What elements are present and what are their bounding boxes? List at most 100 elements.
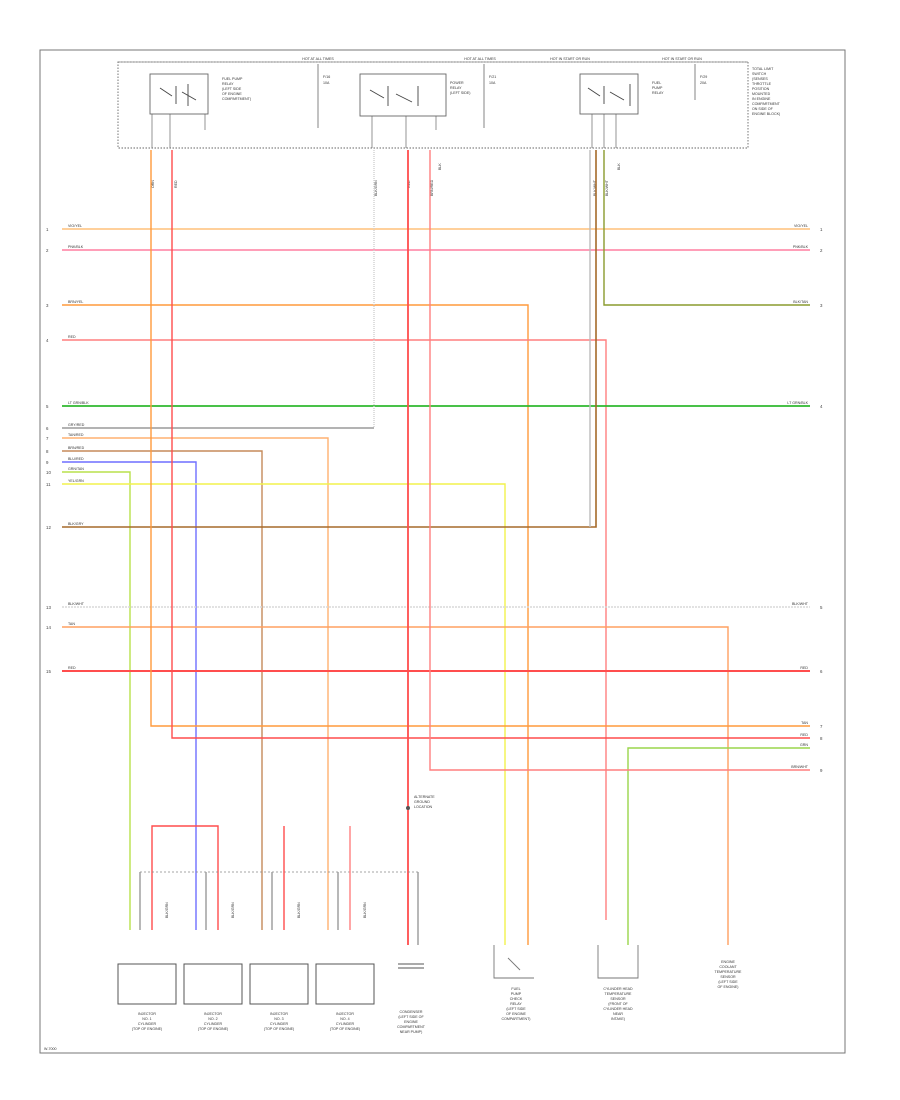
splice-note-line-1: ALTERNATE — [414, 795, 435, 799]
component-injector-3: INJECTOR NO. 3 CYLINDER (TOP OF ENGINE) — [249, 963, 309, 1031]
fuse-f16-rating: 10A — [323, 81, 330, 85]
left-terminal-14: 14 — [46, 625, 51, 630]
left-wire-label-14: TAN — [68, 622, 75, 626]
cht-label-1: CYLINDER HEAD — [603, 987, 633, 991]
left-wire-labels: VIO/YEL PNK/BLK BRN/YEL RED LT GRN/BLK G… — [68, 224, 89, 670]
relay-note-3-line-3: RELAY — [652, 91, 664, 95]
injector-2-label-2: NO. 2 — [208, 1017, 217, 1021]
cht-sensor-body — [597, 945, 639, 979]
injector-1-label-2: NO. 1 — [142, 1017, 151, 1021]
injector-pin-label-3: BLK/GRN — [297, 902, 301, 918]
fuel-pump-relay: FUEL PUMP RELAY (LEFT SIDE OF ENGINE COM… — [149, 73, 251, 148]
vlabel-5: BRN/RED — [430, 179, 434, 196]
left-terminal-4: 4 — [46, 338, 49, 343]
fuel-pump-relay-2-box — [579, 73, 639, 115]
cht-label-4: (FRONT OF — [608, 1002, 628, 1006]
left-wire-label-7: TAN/RED — [68, 433, 84, 437]
fuse-f29: F/29 20A — [694, 64, 707, 100]
injector-4-body — [315, 963, 375, 1005]
cht-label-7: INTAKE) — [611, 1017, 625, 1021]
check-relay-label-5: (LEFT SIDE — [506, 1007, 526, 1011]
injector-3-body — [249, 963, 309, 1005]
right-wire-label-7: TAN — [801, 721, 808, 725]
right-terminal-8: 8 — [820, 736, 823, 741]
vlabel-1: ORN — [151, 180, 155, 188]
component-injector-1: INJECTOR NO. 1 CYLINDER (TOP OF ENGINE) — [117, 963, 177, 1031]
check-relay-switch — [493, 945, 534, 979]
injector-pin-label-1: BLK/GRN — [165, 902, 169, 918]
ect-label-6: OF ENGINE) — [718, 985, 739, 989]
relay-switch-symbol — [587, 84, 631, 106]
injector-4-label-2: NO. 4 — [340, 1017, 349, 1021]
relay-note-1-line-4: OF ENGINE — [222, 92, 242, 96]
left-wire-label-11: YEL/GRN — [68, 479, 84, 483]
vlabel-4: RED — [407, 180, 411, 188]
injector-pin-label-4: BLK/GRN — [363, 902, 367, 918]
relay-note-1-line-1: FUEL PUMP — [222, 77, 243, 81]
check-relay-label-1: FUEL — [511, 987, 520, 991]
condenser-label-1: CONDENSER — [400, 1010, 423, 1014]
vlabel-3: BLK/GRN — [374, 180, 378, 196]
check-relay-label-6: OF ENGINE — [506, 1012, 526, 1016]
injector-4-label-4: (TOP OF ENGINE) — [330, 1027, 360, 1031]
left-terminal-7: 7 — [46, 436, 49, 441]
injector-4-label-3: CYLINDER — [336, 1022, 355, 1026]
injector-3-label-4: (TOP OF ENGINE) — [264, 1027, 294, 1031]
relay-note-4-line-2: SWITCH — [752, 72, 767, 76]
wire-blk-gry — [62, 150, 597, 528]
left-wire-label-3: BRN/YEL — [68, 300, 83, 304]
ect-label-4: SENSOR — [720, 975, 736, 979]
relay-note-1-line-3: (LEFT SIDE — [222, 87, 242, 91]
left-terminal-3: 3 — [46, 303, 49, 308]
relay-panel: HOT AT ALL TIMES HOT AT ALL TIMES HOT IN… — [117, 57, 781, 149]
right-wire-label-5: BLK/WHT — [792, 602, 809, 606]
ect-label-3: TEMPERATURE — [715, 970, 742, 974]
right-wire-label-9: GRN — [800, 743, 808, 747]
left-wire-label-8: BRN/RED — [68, 446, 85, 450]
vlabel-9: BLK — [617, 163, 621, 170]
wire-tan-red — [62, 437, 329, 930]
left-terminal-12: 12 — [46, 525, 51, 530]
right-wire-label-6: RED — [800, 666, 808, 670]
relay-note-4-line-10: ENGINE BLOCK) — [752, 112, 780, 116]
wire-grn-tan — [62, 471, 131, 930]
relay-note-1-line-5: COMPARTMENT) — [222, 97, 251, 101]
relay-note-4-line-6: MOUNTED — [752, 92, 771, 96]
left-wire-label-9: BLU/RED — [68, 457, 84, 461]
relay-note-2-line-3: (LEFT SIDE) — [450, 91, 471, 95]
injector-pin-labels: BLK/GRN BLK/GRN BLK/GRN BLK/GRN — [165, 902, 367, 918]
ect-label-2: COOLANT — [719, 965, 737, 969]
right-wire-label-4: LT GRN/BLK — [787, 401, 808, 405]
left-wire-label-2: PNK/BLK — [68, 245, 84, 249]
right-wire-label-10: BRN/WHT — [791, 765, 809, 769]
relay-note-2-line-2: RELAY — [450, 86, 462, 90]
right-terminal-9: 9 — [820, 768, 823, 773]
cht-label-6: NEAR — [613, 1012, 623, 1016]
wire-yel-grn — [62, 483, 506, 945]
injector-1-label-4: (TOP OF ENGINE) — [132, 1027, 162, 1031]
wire-brn-red — [62, 450, 263, 930]
fuse-f16: F/16 10A — [317, 64, 330, 128]
relay-note-4-line-9: ON SIDE OF — [752, 107, 774, 111]
left-terminal-11: 11 — [46, 482, 51, 487]
right-wire-label-3: BLK/TAN — [793, 300, 808, 304]
component-injector-2: INJECTOR NO. 2 CYLINDER (TOP OF ENGINE) — [183, 963, 243, 1031]
cht-label-2: TEMPERATURE — [605, 992, 632, 996]
left-terminal-1: 1 — [46, 227, 49, 232]
left-terminal-13: 13 — [46, 605, 51, 610]
vlabel-7: BLK/WHT — [593, 179, 597, 196]
power-relay-box — [359, 73, 447, 117]
wire-orn-vertical — [150, 150, 810, 727]
fuse-f29-rating: 20A — [700, 81, 707, 85]
total-limit-note: TOTAL LIMIT SWITCH (SENSES THROTTLE POSI… — [752, 67, 781, 116]
right-wire-labels: VIO/YEL PNK/BLK BLK/TAN LT GRN/BLK BLK/W… — [787, 224, 808, 769]
right-terminal-3: 3 — [820, 303, 823, 308]
relay-note-4-line-3: (SENSES — [752, 77, 768, 81]
check-relay-label-7: COMPARTMENT) — [501, 1017, 530, 1021]
splice-dot — [406, 806, 410, 810]
left-terminal-15: 15 — [46, 669, 51, 674]
splice-note-line-2: GROUND — [414, 800, 430, 804]
injector-3-label-2: NO. 3 — [274, 1017, 283, 1021]
fuse-f21-label: F/21 — [489, 75, 496, 79]
component-cylinder-head-temp-sensor: CYLINDER HEAD TEMPERATURE SENSOR (FRONT … — [597, 945, 639, 1021]
